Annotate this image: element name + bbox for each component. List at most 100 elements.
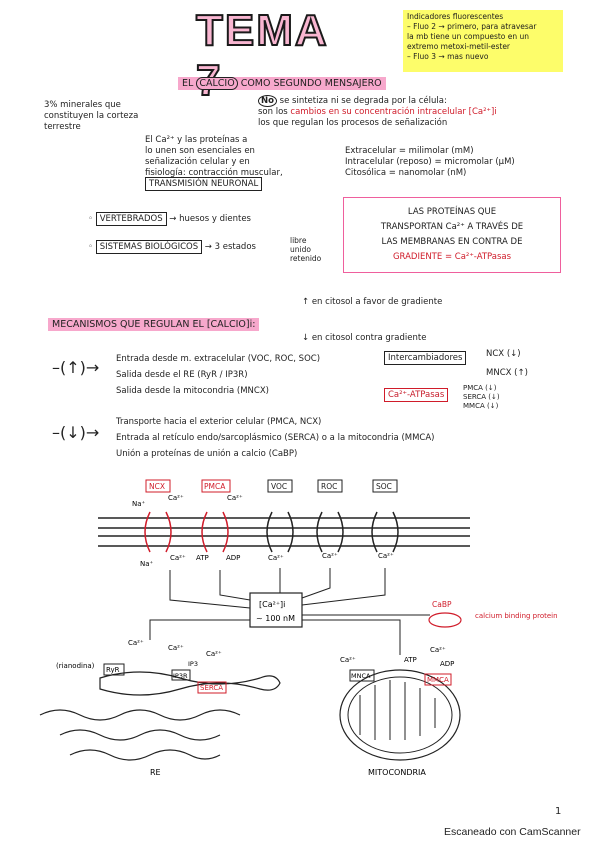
channel-label-pmca: PMCA [204,482,226,491]
concentrations: Extracelular = milimolar (mM) Intracelul… [345,146,565,179]
conc-line: Intracelular (reposo) = micromolar (μM) [345,157,515,167]
huesos-label: huesos [179,214,210,224]
adp-pmca: ADP [226,554,240,562]
up-item: Salida desde la mitocondria (MNCX) [116,386,269,396]
atp-pmca: ATP [196,554,209,562]
card-line: GRADIENTE = Ca²⁺-ATPasas [392,252,512,262]
atpasas-label: Ca²⁺-ATPasas [384,388,449,402]
estado-item: libre [290,236,307,245]
ca-bottom-roc: Ca²⁺ [322,552,338,560]
sistemas-row: ◦ SISTEMAS BIOLÓGICOS → 3 estados [88,240,256,254]
mnca-label: MNCA [351,672,371,680]
dientes-label: y dientes [211,214,251,224]
ip3r-label: IP3R [173,672,188,680]
voc-channel [266,511,294,553]
section1-heading: EL CALCIO COMO SEGUNDO MENSAJERO [178,77,386,90]
heading-prefix: EL [182,78,197,89]
ca-top-ncx: Ca²⁺ [168,494,184,502]
up-list: Entrada desde m. extracelular (VOC, ROC,… [116,351,376,399]
no-line2b: cambios en su concentración intracelular… [290,107,497,117]
atp-item: SERCA (↓) [463,393,500,401]
no-line1: se sintetiza ni se degrada por la célula… [279,96,447,106]
channel-label-ncx: NCX [149,482,165,491]
cabp-desc: calcium binding protein [475,612,558,620]
no-line2a: son los [258,107,291,117]
page-title: TEMA 7 [195,5,328,106]
down-list: Transporte hacia el exterior celular (PM… [116,414,576,462]
ca-prot-line: señalización celular y en [145,157,250,167]
no-badge: No [258,95,277,107]
ca-prot-line: fisiología: contracción muscular, [145,168,283,178]
up-arrow-icon: –(↑)→ [52,358,100,377]
estado-item: unido [290,245,311,254]
ncx-channel [144,511,172,553]
heading-suffix: COMO SEGUNDO MENSAJERO [237,78,382,89]
ca-re-3: Ca²⁺ [206,650,222,658]
calcium-diagram: NCX PMCA VOC ROC SOC Na⁺ Ca²⁺ Ca²⁺ Na⁺ C… [39,479,558,777]
roc-channel [316,511,344,553]
down-arrow-icon: –(↓)→ [52,423,100,442]
channel-label-soc: SOC [376,482,392,491]
pmca-channel [201,511,229,553]
na-top: Na⁺ [132,500,146,508]
center-box-ca: [Ca²⁺]i [259,600,285,609]
ca-bottom-ncx: Ca²⁺ [170,554,186,562]
ca-bottom-soc: Ca²⁺ [378,552,394,560]
up-favor: ↑ en citosol a favor de gradiente [302,297,443,307]
intercambiadores-box: Intercambiadores [384,351,467,365]
atp-item: PMCA (↓) [463,384,497,392]
ip3-label: IP3 [188,660,198,668]
indicators-note: Indicadores fluorescentes – Fluo 2 → pri… [403,10,563,72]
ca-mito-1: Ca²⁺ [340,656,356,664]
note-line: la mb tiene un compuesto en un [407,32,530,41]
ca-proteins-note: El Ca²⁺ y las proteínas a lo unen son es… [145,135,325,191]
conc-line: Extracelular = milimolar (mM) [345,146,474,156]
ca-prot-line: El Ca²⁺ y las proteínas a [145,135,248,145]
center-box-conc: ~ 100 nM [256,614,295,623]
atpasas-card: LAS PROTEÍNAS QUE TRANSPORTAN Ca²⁺ A TRA… [343,197,561,273]
atp-mito: ATP [404,656,417,664]
ca-re-2: Ca²⁺ [168,644,184,652]
estados-list: libre unido retenido [290,236,321,263]
mncx-label: MNCX (↑) [486,368,528,378]
intercambiadores-label: Intercambiadores [384,351,467,365]
heading2-prefix: MECANISMOS QUE REGULAN EL [ [52,319,211,330]
mmca-label: MMCA [427,676,449,684]
heading-calcio: CALCIO [196,77,238,90]
cabp-label: CaBP [432,600,452,609]
estado-item: retenido [290,254,322,263]
ca-bottom-voc: Ca²⁺ [268,554,284,562]
estados-label: 3 estados [214,242,256,252]
section2-heading: MECANISMOS QUE REGULAN EL [CALCIO]i: [48,318,260,331]
down-item: Transporte hacia el exterior celular (PM… [116,417,322,427]
scanner-watermark: Escaneado con CamScanner [444,826,581,838]
channel-label-roc: ROC [321,482,337,491]
atpasas-box: Ca²⁺-ATPasas [384,388,449,402]
na-bottom: Na⁺ [140,560,154,568]
soc-channel [371,511,399,553]
vertebrados-box: VERTEBRADOS [95,212,167,226]
rianodina-label: (rianodina) [56,662,95,670]
ncx-label: NCX (↓) [486,349,521,359]
heading2-suffix: ]i: [245,319,256,330]
no-block: No se sintetiza ni se degrada por la cél… [258,95,558,129]
minerals-note: 3% minerales que constituyen la corteza … [44,100,139,132]
down-item: Unión a proteínas de unión a calcio (CaB… [116,449,298,459]
ca-re-1: Ca²⁺ [128,639,144,647]
sistemas-box: SISTEMAS BIOLÓGICOS [95,240,203,254]
down-contra: ↓ en citosol contra gradiente [302,333,427,343]
re-label: RE [150,768,161,777]
atp-list: PMCA (↓) SERCA (↓) MMCA (↓) [463,384,500,411]
card-line: LAS MEMBRANAS EN CONTRA DE [381,237,523,247]
down-item: Entrada al retículo endo/sarcoplásmico (… [116,433,435,443]
adp-mito: ADP [440,660,454,668]
up-item: Entrada desde m. extracelular (VOC, ROC,… [116,354,321,364]
no-line3: los que regulan los procesos de señaliza… [258,118,448,128]
transmission-box: TRANSMISIÓN NEURONAL [145,177,263,191]
serca-label: SERCA [200,684,223,692]
up-item: Salida desde el RE (RyR / IP3R) [116,370,248,380]
ca-mito-2: Ca²⁺ [430,646,446,654]
page-number: 1 [555,806,562,817]
ryr-label: RyR [106,666,120,674]
heading2-calcio: CALCIO [210,319,246,330]
